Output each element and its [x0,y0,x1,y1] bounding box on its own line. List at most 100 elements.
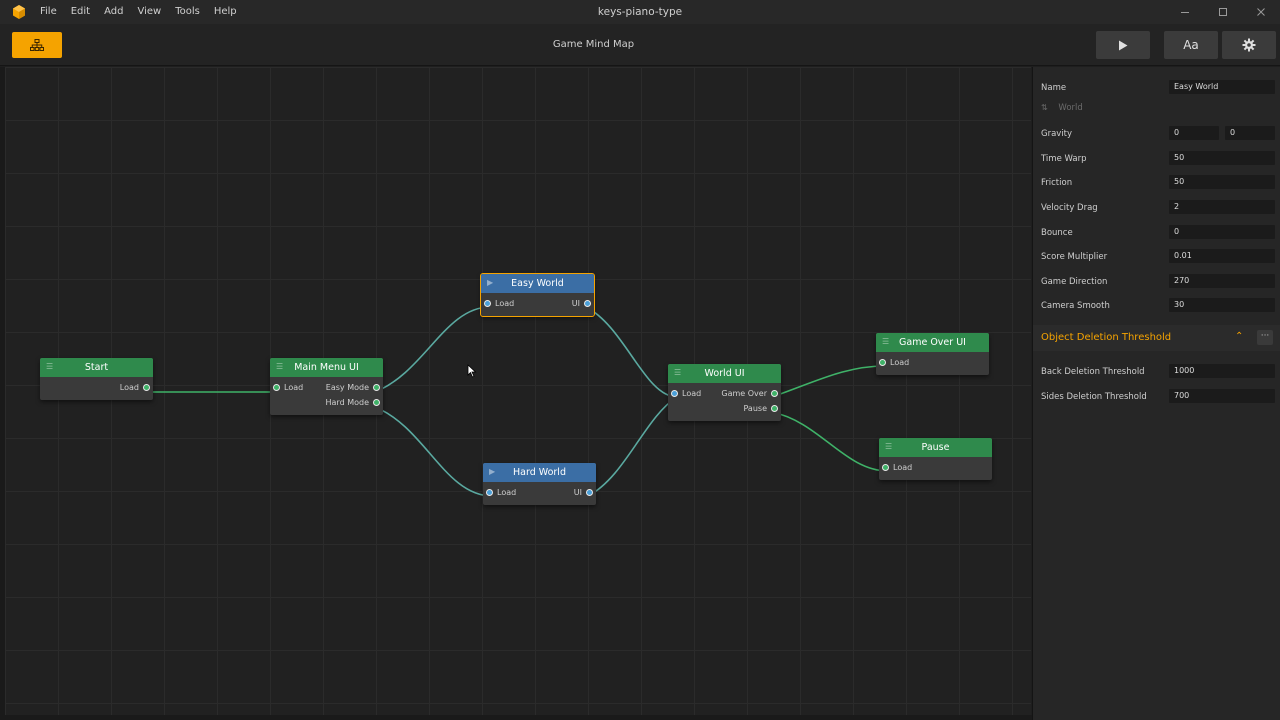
menu-bar: File Edit Add View Tools Help [40,0,244,24]
property-label: Sides Deletion Threshold [1041,392,1147,402]
bounce-field[interactable]: 0 [1169,225,1275,239]
output-port[interactable] [143,384,150,391]
section-object-deletion-threshold[interactable]: Object Deletion Threshold ⌃ ··· [1033,325,1280,351]
output-port[interactable] [586,489,593,496]
port-label: Load [682,389,702,398]
property-score-multiplier: Score Multiplier 0.01 [1041,249,1275,265]
node-hard-world[interactable]: ▶ Hard World Load UI [483,463,596,505]
score-multiplier-field[interactable]: 0.01 [1169,249,1275,263]
ui-node-icon: ☰ [46,362,54,371]
port-label: UI [573,488,582,497]
port-row: Load Easy Mode [270,380,383,395]
output-port[interactable] [771,390,778,397]
maximize-button[interactable] [1204,0,1242,24]
node-title: World UI [704,368,745,379]
back-deletion-threshold-field[interactable]: 1000 [1169,364,1275,378]
play-button[interactable] [1096,31,1150,59]
node-title: Main Menu UI [294,362,359,373]
node-header: ☰ Start [40,358,153,377]
port-label: Load [497,488,517,497]
maximize-icon [1219,8,1227,16]
property-label: Gravity [1041,129,1073,139]
sides-deletion-threshold-field[interactable]: 700 [1169,389,1275,403]
chevron-up-icon[interactable]: ⌃ [1235,331,1244,342]
ui-node-icon: ☰ [882,337,890,346]
node-main-menu-ui[interactable]: ☰ Main Menu UI Load Easy Mode Hard Mode [270,358,383,415]
game-direction-field[interactable]: 270 [1169,274,1275,288]
menu-file[interactable]: File [40,6,57,17]
gravity-y-field[interactable]: 0 [1225,126,1275,140]
input-port[interactable] [882,464,889,471]
camera-smooth-field[interactable]: 30 [1169,298,1275,312]
close-button[interactable] [1242,0,1280,24]
property-sides-deletion-threshold: Sides Deletion Threshold 700 [1041,389,1275,405]
friction-field[interactable]: 50 [1169,175,1275,189]
node-header: ▶ Easy World [481,274,594,293]
port-row: Pause [668,401,781,416]
mind-map-button[interactable] [12,32,62,58]
node-game-over-ui[interactable]: ☰ Game Over UI Load [876,333,989,375]
time-warp-field[interactable]: 50 [1169,151,1275,165]
hierarchy-icon [30,39,44,51]
input-port[interactable] [671,390,678,397]
property-label: Bounce [1041,228,1073,238]
ui-node-icon: ☰ [674,368,682,377]
ui-node-icon: ☰ [276,362,284,371]
minimize-icon [1181,12,1189,13]
wire-easy-world-to-world-ui [585,306,678,398]
port-row: Load [879,460,992,475]
minimize-button[interactable] [1166,0,1204,24]
canvas-edge [0,67,5,720]
more-options-button[interactable]: ··· [1257,330,1273,345]
velocity-drag-field[interactable]: 2 [1169,200,1275,214]
port-label: Load [890,358,910,367]
world-type-icon: ⇅ [1041,103,1048,112]
menu-view[interactable]: View [137,6,162,17]
menu-tools[interactable]: Tools [175,6,200,17]
node-title: Easy World [511,278,564,289]
property-camera-smooth: Camera Smooth 30 [1041,298,1275,314]
node-start[interactable]: ☰ Start Load [40,358,153,400]
property-label: Name [1041,83,1067,93]
node-world-ui[interactable]: ☰ World UI Load Game Over Pause [668,364,781,421]
node-header: ▶ Hard World [483,463,596,482]
font-button[interactable]: Aa [1164,31,1218,59]
node-header: ☰ Main Menu UI [270,358,383,377]
property-velocity-drag: Velocity Drag 2 [1041,200,1275,216]
output-port[interactable] [584,300,591,307]
node-easy-world[interactable]: ▶ Easy World Load UI [480,273,595,317]
input-port[interactable] [484,300,491,307]
node-header: ☰ Game Over UI [876,333,989,352]
input-port[interactable] [273,384,280,391]
output-port[interactable] [373,399,380,406]
node-graph-canvas[interactable]: ☰ Start Load ☰ Main Menu UI Load Easy Mo… [5,67,1031,715]
property-bounce: Bounce 0 [1041,225,1275,241]
toolbar: Game Mind Map Aa [0,24,1280,66]
node-pause[interactable]: ☰ Pause Load [879,438,992,480]
settings-button[interactable] [1222,31,1276,59]
property-game-direction: Game Direction 270 [1041,274,1275,290]
wire-hard-mode-to-hard-world [374,406,493,497]
port-label: Pause [743,404,767,413]
menu-add[interactable]: Add [104,6,124,17]
port-label: Load [284,383,304,392]
mouse-cursor-icon [467,364,477,378]
node-title: Game Over UI [899,337,966,348]
property-back-deletion-threshold: Back Deletion Threshold 1000 [1041,364,1275,380]
output-port[interactable] [373,384,380,391]
menu-help[interactable]: Help [213,6,237,17]
world-node-icon: ▶ [487,278,494,287]
gravity-x-field[interactable]: 0 [1169,126,1219,140]
input-port[interactable] [486,489,493,496]
property-label: Camera Smooth [1041,301,1110,311]
output-port[interactable] [771,405,778,412]
node-title: Pause [921,442,950,453]
property-label: Velocity Drag [1041,203,1098,213]
input-port[interactable] [879,359,886,366]
property-label: Friction [1041,178,1073,188]
node-type-row: ⇅ World [1041,103,1083,113]
menu-edit[interactable]: Edit [70,6,91,17]
app-logo-icon [13,5,25,19]
port-label: Game Over [721,389,767,398]
name-field[interactable]: Easy World [1169,80,1275,94]
